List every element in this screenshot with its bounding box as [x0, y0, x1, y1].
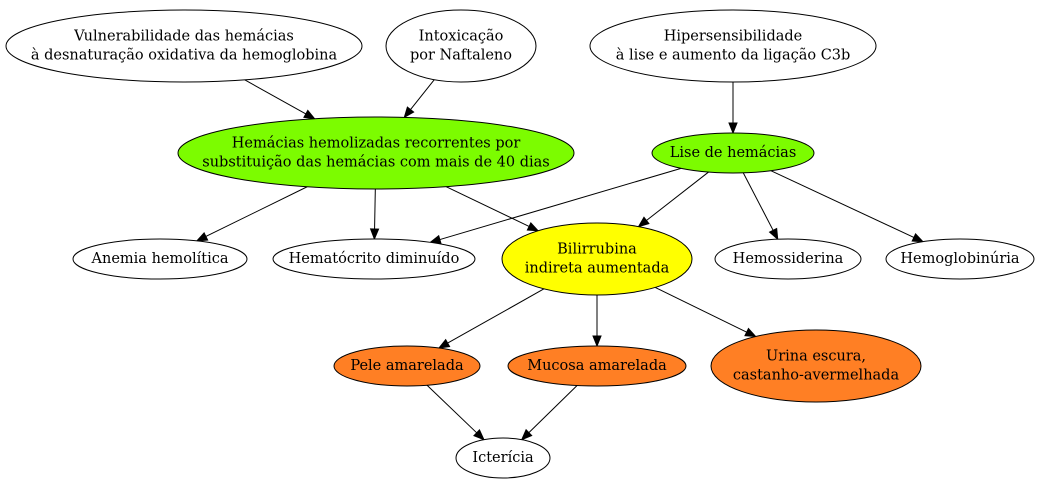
node-label-line: Hemácias hemolizadas recorrentes por: [232, 136, 521, 152]
node-label-line: Anemia hemolítica: [91, 251, 229, 267]
node-ellipse: [589, 9, 877, 83]
edge-line: [410, 79, 435, 110]
node-bilirrubina: Bilirrubina indireta aumentada: [501, 222, 693, 296]
node-ellipse: [885, 238, 1035, 280]
node-ellipse: [710, 329, 922, 403]
arrowhead-icon: [768, 227, 779, 241]
arrowhead-icon: [195, 232, 209, 242]
edge-mucosa-to-ictericia: [520, 385, 578, 441]
node-ellipse: [714, 238, 862, 280]
node-label-line: Vulnerabilidade das hemácias: [73, 29, 294, 45]
node-label-line: Icterícia: [472, 450, 534, 466]
edge-line: [655, 286, 747, 333]
edge-line: [447, 288, 545, 344]
node-hemolizadas: Hemácias hemolizadas recorrentes por subs…: [177, 116, 575, 190]
node-label-line: substituição das hemácias com mais de 40…: [202, 155, 549, 171]
arrowhead-icon: [369, 228, 380, 241]
node-ellipse: [5, 9, 363, 83]
node-lise: Lise de hemácias: [651, 132, 815, 174]
node-label-line: Hemossiderina: [733, 251, 844, 267]
node-label-line: indireta aumentada: [525, 261, 670, 277]
node-hemossiderina: Hemossiderina: [714, 238, 862, 280]
node-ellipse: [455, 437, 551, 479]
node-ellipse: [507, 345, 687, 387]
edges-layer: [195, 79, 925, 441]
node-label-line: à desnaturação oxidativa da hemoglobina: [31, 47, 338, 64]
edge-line: [528, 385, 578, 434]
edge-line: [426, 384, 478, 434]
node-pele: Pele amarelada: [333, 345, 481, 387]
edge-hemolizadas-to-bilirrubina: [445, 186, 540, 232]
node-label-line: Hipersensibilidade: [664, 29, 803, 45]
arrowhead-icon: [473, 429, 485, 441]
node-label-line: Intoxicação: [419, 29, 504, 45]
node-hematocrito: Hematócrito diminuído: [272, 238, 476, 280]
node-label-line: castanho-avermelhada: [733, 368, 900, 384]
arrowhead-icon: [526, 221, 540, 232]
edge-hipersensibilidade-to-lise: [728, 82, 738, 135]
edge-lise-to-hemossiderina: [742, 172, 779, 241]
node-label-line: Bilirrubina: [557, 242, 637, 258]
node-ellipse: [272, 238, 476, 280]
edge-bilirrubina-to-pele: [437, 288, 545, 349]
edge-line: [770, 170, 915, 238]
edge-vulnerabilidade-to-hemolizadas: [244, 79, 316, 120]
arrowhead-icon: [728, 122, 738, 135]
arrowhead-icon: [520, 428, 533, 441]
node-hemoglobinuria: Hemoglobinúria: [885, 238, 1035, 280]
edge-lise-to-bilirrubina: [637, 171, 709, 228]
arrowhead-icon: [403, 106, 415, 119]
arrowhead-icon: [592, 335, 602, 348]
node-ellipse: [501, 222, 693, 296]
node-label-line: por Naftaleno: [410, 48, 512, 64]
edge-line: [445, 186, 530, 227]
node-label-line: Lise de hemácias: [670, 145, 797, 161]
node-mucosa: Mucosa amarelada: [507, 345, 687, 387]
edge-line: [374, 188, 376, 230]
node-hipersensibilidade: Hipersensibilidade à lise e aumento da li…: [589, 9, 877, 83]
node-vulnerabilidade: Vulnerabilidade das hemácias à desnaturaç…: [5, 9, 363, 83]
node-ellipse: [72, 238, 248, 280]
node-ellipse: [385, 9, 537, 83]
edge-bilirrubina-to-mucosa: [592, 295, 602, 348]
arrowhead-icon: [303, 109, 316, 120]
edge-line: [742, 172, 774, 231]
node-label-line: Hemoglobinúria: [900, 251, 1020, 267]
edge-bilirrubina-to-urina: [655, 286, 757, 338]
edge-line: [646, 171, 709, 221]
node-urina: Urina escura, castanho-avermelhada: [710, 329, 922, 403]
arrowhead-icon: [637, 216, 650, 228]
arrowhead-icon: [437, 338, 451, 349]
node-ellipse: [651, 132, 815, 174]
node-anemia: Anemia hemolítica: [72, 238, 248, 280]
node-ellipse: [177, 116, 575, 190]
edge-line: [244, 79, 307, 115]
node-ictericia: Icterícia: [455, 437, 551, 479]
nodes-layer: Vulnerabilidade das hemácias à desnaturaç…: [5, 9, 1035, 479]
arrowhead-icon: [911, 232, 925, 243]
edge-pele-to-ictericia: [426, 384, 485, 441]
node-label-line: Pele amarelada: [350, 358, 464, 374]
edge-intoxicacao-to-hemolizadas: [403, 79, 435, 119]
node-label-line: Urina escura,: [766, 349, 866, 365]
edge-lise-to-hemoglobinuria: [770, 170, 925, 243]
node-ellipse: [333, 345, 481, 387]
node-label-line: à lise e aumento da ligação C3b: [616, 47, 851, 64]
node-label-line: Hematócrito diminuído: [289, 251, 460, 267]
edge-line: [439, 167, 682, 241]
edge-hemolizadas-to-hematocrito: [369, 188, 380, 241]
node-label-line: Mucosa amarelada: [527, 358, 667, 374]
edge-line: [205, 186, 308, 237]
arrowhead-icon: [744, 327, 757, 338]
node-intoxicacao: Intoxicação por Naftaleno: [385, 9, 537, 83]
edge-hemolizadas-to-anemia: [195, 186, 308, 242]
